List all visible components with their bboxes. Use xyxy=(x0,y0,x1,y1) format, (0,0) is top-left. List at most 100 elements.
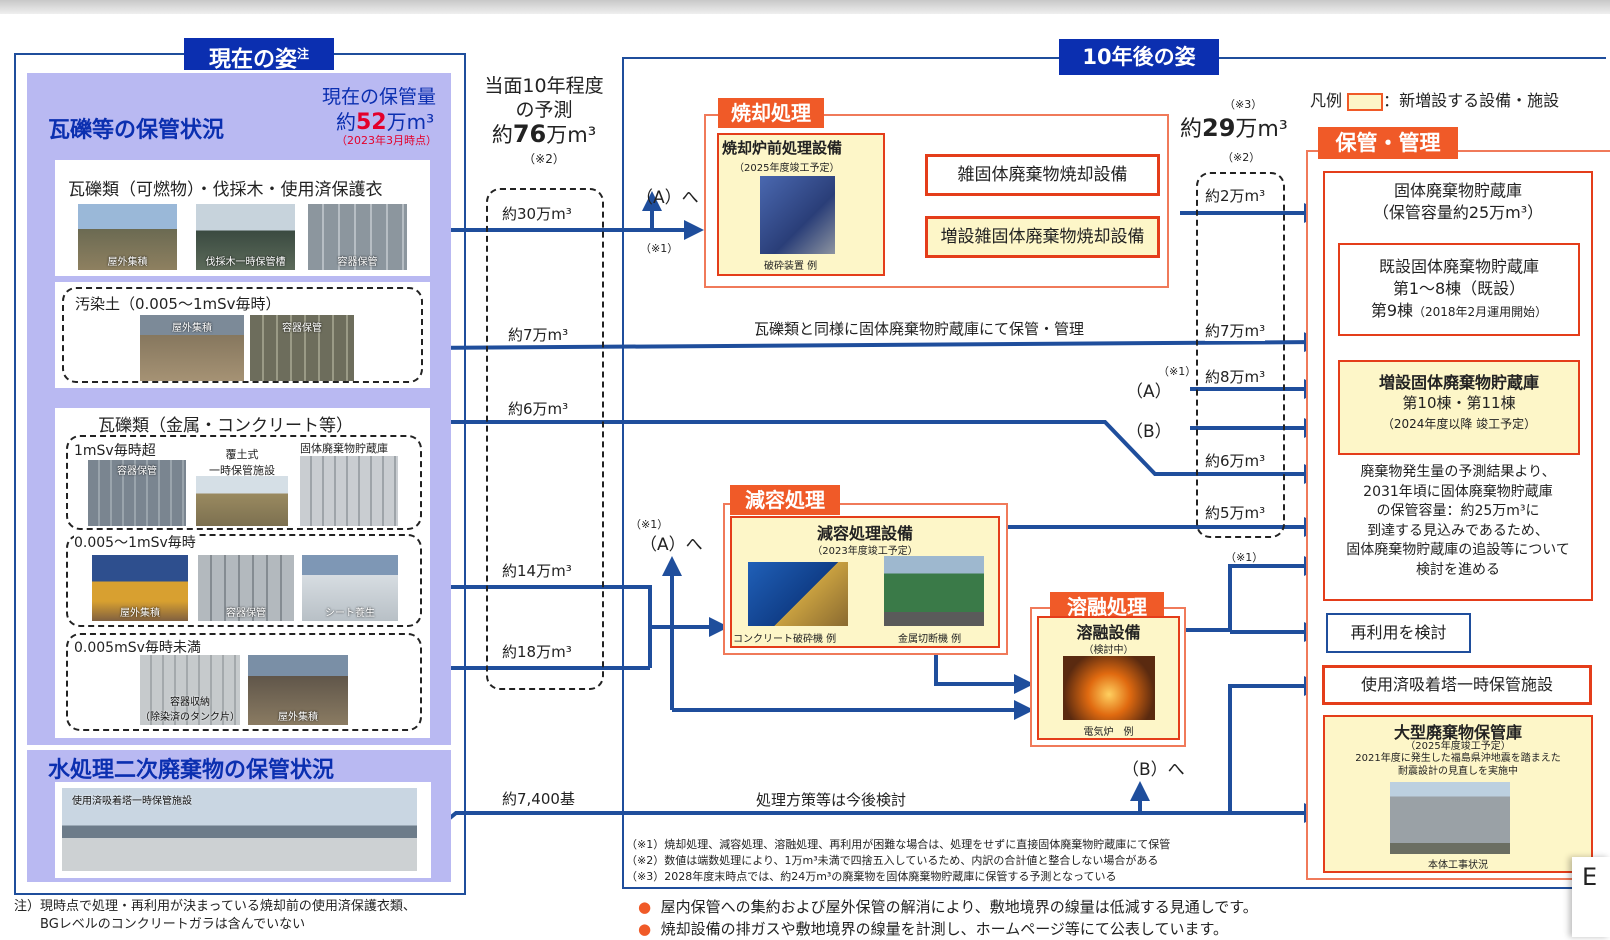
photo-concrete-crusher xyxy=(748,562,848,626)
future-total-note: （※3） xyxy=(1224,98,1263,111)
forecast-total-unit: 万m³ xyxy=(546,123,597,147)
future-value-2: 約7万m³ xyxy=(1205,320,1266,341)
bullet-dot-icon: ● xyxy=(638,898,652,916)
photo-mid-sheet: シート養生 xyxy=(302,555,398,621)
forecast-total-prefix: 約 xyxy=(491,123,513,147)
to-a-note-2: （※1） xyxy=(630,518,669,531)
photo-adsorption-tower-caption: 使用済吸着塔一時保管施設 xyxy=(72,796,192,807)
melting-title: 溶融設備 xyxy=(1076,623,1141,642)
photo-tank-pieces-caption: 容器収納 （除染済のタンク片） xyxy=(140,697,240,723)
photo-crusher-caption: 破砕装置 例 xyxy=(764,261,818,272)
subcat-over-1msv-title: 1mSv毎時超 xyxy=(74,443,156,459)
future-total-unit: 万m³ xyxy=(1235,117,1288,142)
photo-metal-container-caption: 容器保管 xyxy=(117,466,157,477)
reuse-note: （※1） xyxy=(1225,551,1264,564)
management-label: 保管・管理 xyxy=(1318,127,1458,159)
photo-under-outdoor: 屋外集積 xyxy=(248,655,348,725)
subcat-mid-msv-title: 0.005～1mSv毎時 xyxy=(74,532,196,552)
photo-soil-container: 容器保管 xyxy=(250,315,354,381)
volume-reduction-title: 減容処理設備 xyxy=(816,524,913,543)
from-b-label: （B） xyxy=(1126,422,1172,442)
existing-storehouse-line3: 第9棟（2018年2月運用開始） xyxy=(1338,300,1580,323)
future-value-3: 約8万m³ xyxy=(1205,366,1266,387)
footnote-1: （※1）焼却処理、減容処理、溶融処理、再利用が困難な場合は、処理をせずに直接固体… xyxy=(626,838,1171,851)
future-total: 約29万m³ xyxy=(1180,111,1288,143)
photo-electric-furnace-caption: 電気炉 例 xyxy=(1083,727,1134,738)
forecast-total-note: （※2） xyxy=(523,152,565,166)
photo-large-storage-caption: 本体工事状況 xyxy=(1428,860,1488,871)
subcat-under-msv-title: 0.005mSv毎時未満 xyxy=(74,640,201,656)
forecast-value-mid-msv: 約14万m³ xyxy=(502,560,572,581)
top-edge xyxy=(0,0,1610,14)
forecast-title: 当面10年程度 の予測 約76万m³ （※2） xyxy=(480,74,608,171)
photo-tree-storage: 伐採木一時保管槽 xyxy=(196,204,295,270)
future-header: 10年後の姿 xyxy=(1059,39,1219,75)
bullet-text-2: 焼却設備の排ガスや敷地境界の線量を計測し、ホームページ等にて公表しています。 xyxy=(660,920,1228,938)
melting-sub: （検討中） xyxy=(1083,645,1134,656)
management-note: 廃棄物発生量の予測結果より、 2031年頃に固体廃棄物貯蔵庫 の保管容量：約25… xyxy=(1346,464,1570,578)
legend-text: ：新増設する設備・施設 xyxy=(1383,91,1560,110)
added-storehouse xyxy=(1338,360,1580,455)
photo-tree-storage-caption: 伐採木一時保管槽 xyxy=(205,257,286,268)
category-metal-concrete-title: 瓦礫類（金属・コンクリート等） xyxy=(98,416,353,436)
current-volume-date: （2023年3月時点） xyxy=(336,134,437,147)
forecast-value-over-1msv: 約6万m³ xyxy=(508,400,569,418)
photo-tank-pieces: 容器収納 （除染済のタンク片） xyxy=(140,655,240,725)
volume-reduction-label: 減容処理 xyxy=(730,485,840,515)
forecast-value-soil: 約7万m³ xyxy=(508,326,569,344)
current-volume-label: 現在の保管量 xyxy=(322,86,437,108)
legend: 凡例 ：新増設する設備・施設 xyxy=(1310,87,1559,111)
forecast-column xyxy=(486,188,604,690)
current-header-text: 現在の姿 xyxy=(208,47,297,73)
current-header-note: 注 xyxy=(297,47,310,61)
future-value-3-note: （※1） xyxy=(1158,365,1197,378)
added-storehouse-line1: 増設固体廃棄物貯蔵庫 xyxy=(1378,373,1539,392)
from-a-label: （A） xyxy=(1126,382,1172,402)
future-value-1: 約2万m³ xyxy=(1205,185,1266,206)
photo-mid-container: 容器保管 xyxy=(198,555,294,621)
future-column xyxy=(1196,172,1285,538)
pre-processing-title: 焼却炉前処理設備 xyxy=(722,139,843,157)
photo-container-storage-caption: 容器保管 xyxy=(337,257,378,268)
existing-storehouse xyxy=(1338,243,1580,336)
added-storehouse-line2: 第10棟・第11棟 xyxy=(1402,394,1516,412)
future-column-note: （※2） xyxy=(1222,151,1261,164)
large-storage-desc: 2021年度に発生した福島県沖地震を踏まえた 耐震設計の見直しを実施中 xyxy=(1355,753,1561,777)
storehouse-title-line2: （保管容量約25万m³） xyxy=(1372,203,1544,222)
bullet-text-1: 屋内保管への集約および屋外保管の解消により、敷地境界の線量は低減する見通しです。 xyxy=(660,898,1258,916)
footnotes: （※1）焼却処理、減容処理、溶融処理、再利用が困難な場合は、処理をせずに直接固体… xyxy=(626,837,1170,885)
corner-tab: E xyxy=(1572,857,1610,937)
future-value-4: 約6万m³ xyxy=(1205,450,1266,471)
storage-title: 瓦礫等の保管状況 xyxy=(48,118,225,143)
current-volume-prefix: 約 xyxy=(336,110,356,134)
current-footnote: 注）現時点で処理・再利用が決まっている焼却前の使用済保護衣類、 BGレベルのコン… xyxy=(14,899,416,932)
water-title: 水処理二次廃棄物の保管状況 xyxy=(48,758,335,783)
forecast-title-line1: 当面10年程度 xyxy=(484,75,604,97)
photo-container-storage: 容器保管 xyxy=(308,204,407,270)
current-header: 現在の姿注 xyxy=(184,38,334,73)
to-a-label-1: （A）へ xyxy=(636,188,699,208)
bullet-item-1: ● 屋内保管への集約および屋外保管の解消により、敷地境界の線量は低減する見通しで… xyxy=(638,896,1258,918)
existing-storehouse-text: 既設固体廃棄物貯蔵庫 第1～8棟（既設） 第9棟（2018年2月運用開始） xyxy=(1338,256,1580,323)
photo-mid-sheet-caption: シート養生 xyxy=(325,608,375,619)
storehouse-title-line1: 固体廃棄物貯蔵庫 xyxy=(1393,181,1522,200)
incinerator-added: 増設雑固体廃棄物焼却設備 xyxy=(925,216,1160,258)
photo-electric-furnace xyxy=(1063,656,1155,720)
subcat-under-msv xyxy=(66,633,422,731)
photo-metal-cutter xyxy=(884,556,984,626)
photo-soil-container-caption: 容器保管 xyxy=(282,323,322,334)
to-b-label: （B）へ xyxy=(1122,760,1185,780)
photo-metal-container: 容器保管 xyxy=(88,460,186,526)
large-storage-sub: （2025年度竣工予定） xyxy=(1405,741,1511,752)
footnote-3: （※3）2028年度末時点では、約24万m³の廃棄物を固体廃棄物貯蔵庫に保管する… xyxy=(626,870,1117,883)
photo-storehouse-caption: 固体廃棄物貯蔵庫 xyxy=(300,442,388,455)
photo-mid-outdoor-caption: 屋外集積 xyxy=(120,608,160,619)
volume-reduction-sub: （2023年度竣工予定） xyxy=(812,546,918,557)
photo-metal-cutter-caption: 金属切断機 例 xyxy=(898,634,962,645)
pre-processing-sub: （2025年度竣工予定） xyxy=(734,163,840,174)
photo-storehouse xyxy=(300,456,398,526)
incineration-label: 焼却処理 xyxy=(718,98,824,128)
future-value-5: 約5万m³ xyxy=(1205,502,1266,523)
photo-mid-container-caption: 容器保管 xyxy=(226,608,266,619)
existing-storehouse-line1: 既設固体廃棄物貯蔵庫 xyxy=(1378,257,1539,276)
